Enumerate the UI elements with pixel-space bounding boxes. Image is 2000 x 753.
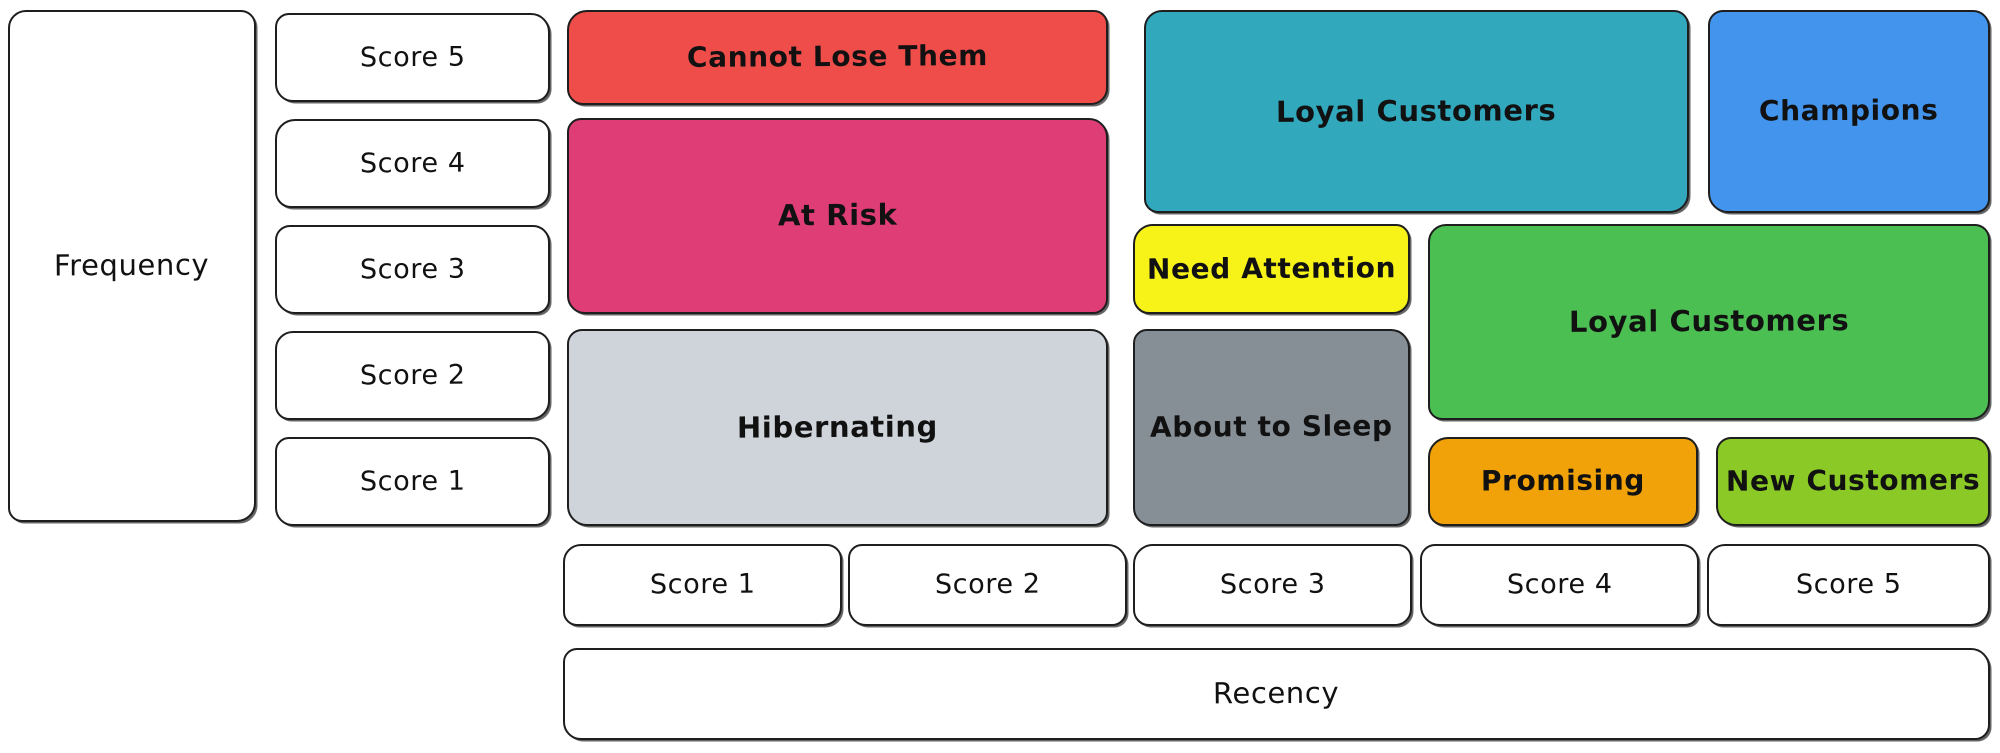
segment-new-customers[interactable]: New Customers (1716, 437, 1990, 526)
recency-axis-label: Recency (563, 648, 1990, 740)
frequency-score-5[interactable]: Score 5 (275, 13, 550, 102)
recency-score-5[interactable]: Score 5 (1707, 544, 1990, 626)
frequency-score-4[interactable]: Score 4 (275, 119, 550, 208)
segment-about-to-sleep-label: About to Sleep (1150, 409, 1393, 445)
segment-need-attention-label: Need Attention (1146, 251, 1397, 286)
segment-about-to-sleep[interactable]: About to Sleep (1133, 329, 1410, 526)
frequency-score-3-label: Score 3 (359, 253, 466, 286)
recency-score-3[interactable]: Score 3 (1133, 544, 1412, 626)
segment-loyal-customers-green-label: Loyal Customers (1568, 303, 1850, 340)
recency-axis-text: Recency (1213, 675, 1340, 711)
segment-promising-label: Promising (1480, 463, 1646, 498)
recency-score-3-label: Score 3 (1219, 569, 1326, 601)
segment-cannot-lose-them-label: Cannot Lose Them (686, 39, 989, 75)
segment-champions-label: Champions (1759, 93, 1939, 128)
frequency-score-5-label: Score 5 (359, 41, 466, 74)
segment-promising[interactable]: Promising (1428, 437, 1698, 526)
segment-loyal-customers-teal[interactable]: Loyal Customers (1144, 10, 1689, 213)
segment-loyal-customers-green[interactable]: Loyal Customers (1428, 224, 1990, 420)
frequency-score-2[interactable]: Score 2 (275, 331, 550, 420)
recency-score-2[interactable]: Score 2 (848, 544, 1127, 626)
segment-champions[interactable]: Champions (1708, 10, 1990, 213)
frequency-score-2-label: Score 2 (359, 359, 466, 392)
segment-new-customers-label: New Customers (1725, 463, 1981, 499)
segment-hibernating-label: Hibernating (736, 409, 939, 445)
segment-cannot-lose-them[interactable]: Cannot Lose Them (567, 10, 1108, 105)
frequency-axis-text: Frequency (54, 247, 210, 283)
frequency-score-1[interactable]: Score 1 (275, 437, 550, 526)
recency-score-5-label: Score 5 (1795, 569, 1902, 601)
frequency-score-1-label: Score 1 (359, 465, 466, 498)
recency-score-4[interactable]: Score 4 (1420, 544, 1699, 626)
frequency-score-3[interactable]: Score 3 (275, 225, 550, 314)
segment-at-risk[interactable]: At Risk (567, 118, 1108, 314)
segment-need-attention[interactable]: Need Attention (1133, 224, 1410, 314)
recency-score-2-label: Score 2 (934, 569, 1041, 601)
recency-score-4-label: Score 4 (1506, 569, 1613, 601)
segment-hibernating[interactable]: Hibernating (567, 329, 1108, 526)
frequency-axis-label: Frequency (8, 10, 256, 522)
segment-at-risk-label: At Risk (777, 197, 898, 233)
frequency-score-4-label: Score 4 (359, 147, 466, 180)
recency-score-1-label: Score 1 (649, 569, 756, 601)
segment-loyal-customers-teal-label: Loyal Customers (1276, 92, 1557, 129)
recency-score-1[interactable]: Score 1 (563, 544, 842, 626)
